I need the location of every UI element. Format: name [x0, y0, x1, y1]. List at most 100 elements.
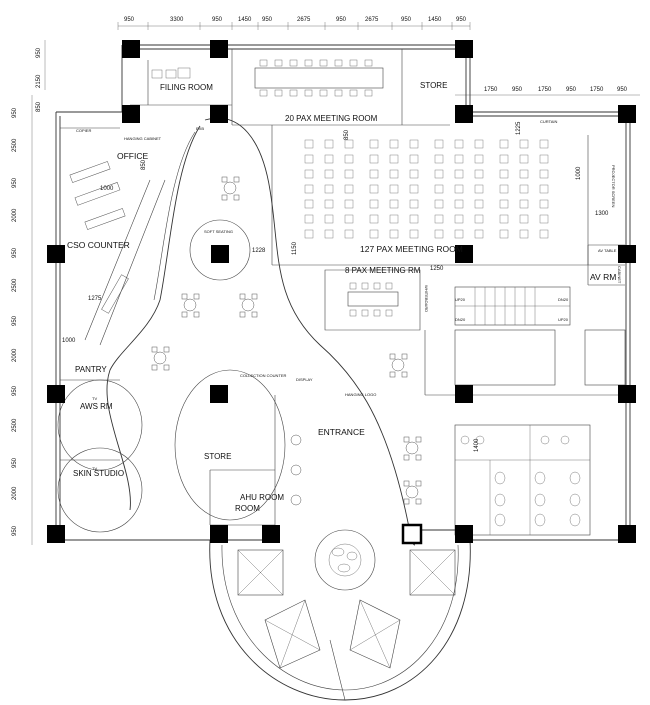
note-exb: EXB — [196, 126, 204, 131]
top-dimensions: 950 3300 950 1450 950 2675 950 2675 950 … — [124, 17, 467, 23]
dimension-lines — [31, 22, 640, 545]
dim-left-14: 2000 — [12, 486, 18, 500]
top-right-dimensions: 1750 950 1750 950 1750 950 — [484, 87, 628, 93]
note-tv-b: TV — [92, 466, 97, 471]
entrance-rotunda — [209, 529, 471, 701]
label-store-mid: STORE — [204, 452, 231, 461]
note-collection-counter: COLLECTION COUNTER — [240, 373, 287, 378]
column — [618, 385, 636, 403]
dim-1300: 1300 — [595, 211, 609, 217]
dim-top-3: 950 — [212, 17, 223, 23]
label-127-pax-meeting: 127 PAX MEETING ROOM — [360, 244, 463, 254]
label-ahu-room-2: ROOM — [235, 504, 260, 513]
dim-left-4: 2500 — [12, 138, 18, 152]
label-entrance: ENTRANCE — [318, 427, 365, 437]
dim-top-9: 950 — [401, 17, 412, 23]
dim-tr-5: 1750 — [590, 87, 604, 93]
note-hanging-logo: HANGING LOGO — [345, 392, 376, 397]
note-hanging-cabinet: HANGING CABINET — [124, 136, 162, 141]
column — [455, 245, 473, 263]
dim-1400: 1400 — [474, 438, 480, 452]
dim-1275: 1275 — [88, 296, 102, 302]
note-soft-seating: SOFT SEATING — [204, 229, 233, 234]
column — [618, 105, 636, 123]
dim-top-4: 1450 — [238, 17, 252, 23]
dim-left-2: 2150 — [36, 74, 42, 88]
label-20-pax-meeting: 20 PAX MEETING ROOM — [285, 114, 378, 123]
label-store-top: STORE — [420, 81, 447, 90]
column — [210, 525, 228, 543]
label-aws-room: AWS RM — [80, 402, 113, 411]
dim-850-a: 850 — [141, 159, 147, 170]
column — [262, 525, 280, 543]
dim-left-6: 2000 — [12, 208, 18, 222]
column — [455, 105, 473, 123]
note-copier: COPIER — [76, 128, 91, 133]
dim-tr-1: 1750 — [484, 87, 498, 93]
dim-top-5: 950 — [262, 17, 273, 23]
column — [210, 105, 228, 123]
lobby-curves — [57, 117, 416, 546]
dim-850-c: 850 — [36, 101, 42, 112]
dim-1250: 1250 — [430, 266, 444, 272]
note-whiteboard: WHITEBOARD — [424, 285, 429, 312]
annotation-notes: COPIER HANGING CABINET EXB SOFT SEATING … — [76, 119, 622, 471]
label-cso-counter: CSO COUNTER — [67, 240, 130, 250]
dim-left-7: 950 — [12, 247, 18, 258]
dim-left-3: 950 — [12, 107, 18, 118]
dim-left-9: 950 — [12, 315, 18, 326]
dim-top-8: 2675 — [365, 17, 379, 23]
dim-left-5: 950 — [12, 177, 18, 188]
dim-left-1: 950 — [36, 47, 42, 58]
dim-1150: 1150 — [292, 241, 298, 255]
column — [47, 525, 65, 543]
note-up20-b: UP20 — [558, 317, 569, 322]
column — [210, 40, 228, 58]
label-ahu-room: AHU ROOM — [240, 493, 284, 502]
columns — [47, 40, 636, 545]
furniture — [69, 59, 581, 527]
column — [210, 385, 228, 403]
dim-left-15: 950 — [12, 525, 18, 536]
dim-tr-4: 950 — [566, 87, 577, 93]
dim-top-11: 950 — [456, 17, 467, 23]
column — [47, 385, 65, 403]
label-office: OFFICE — [117, 151, 148, 161]
dim-top-7: 950 — [336, 17, 347, 23]
dim-top-1: 950 — [124, 17, 135, 23]
dim-left-10: 2000 — [12, 348, 18, 362]
label-8-pax-meeting: 8 PAX MEETING RM — [345, 266, 421, 275]
dim-top-6: 2675 — [297, 17, 311, 23]
dim-tr-2: 950 — [512, 87, 523, 93]
dim-left-12: 2500 — [12, 418, 18, 432]
dim-left-11: 950 — [12, 385, 18, 396]
dim-850-b: 850 — [344, 129, 350, 140]
dim-left-8: 2500 — [12, 278, 18, 292]
soft-seating-circle — [189, 219, 251, 281]
dim-1000-b: 1000 — [576, 166, 582, 180]
label-skin-studio: SKIN STUDIO — [73, 469, 124, 478]
note-dn20-a: DN20 — [455, 317, 466, 322]
dim-top-10: 1450 — [428, 17, 442, 23]
column — [455, 385, 473, 403]
note-tv-a: TV — [92, 396, 97, 401]
dim-1225: 1225 — [516, 121, 522, 135]
dim-top-2: 3300 — [170, 17, 184, 23]
label-pantry: PANTRY — [75, 365, 107, 374]
column — [455, 40, 473, 58]
dim-1000-c: 1000 — [62, 338, 76, 344]
column — [618, 245, 636, 263]
column — [122, 105, 140, 123]
column — [618, 525, 636, 543]
label-filing-room: FILING ROOM — [160, 83, 213, 92]
label-av-room: AV RM — [590, 272, 616, 282]
note-dn20-b: DN20 — [558, 297, 569, 302]
column — [47, 245, 65, 263]
note-cabinet: CABINET — [617, 266, 622, 284]
note-up20-a: UP20 — [455, 297, 466, 302]
column — [122, 40, 140, 58]
note-curtain: CURTAIN — [540, 119, 558, 124]
dim-tr-3: 1750 — [538, 87, 552, 93]
column — [455, 525, 473, 543]
